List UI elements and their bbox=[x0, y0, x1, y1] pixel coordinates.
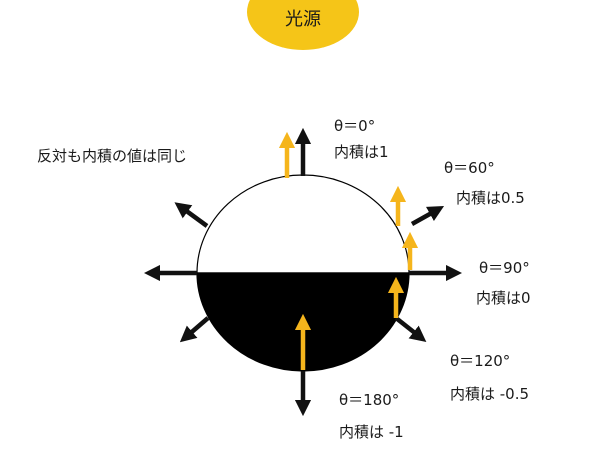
product-60-label: 内積は0.5 bbox=[456, 189, 525, 207]
product-180-label: 内積は -1 bbox=[339, 423, 404, 441]
light-source-label: 光源 bbox=[285, 9, 321, 30]
theta-60-label: θ＝60° bbox=[444, 159, 495, 177]
lit-half bbox=[196, 174, 410, 274]
light-source-shape bbox=[247, 0, 359, 50]
normal-arrow-lower-left bbox=[179, 316, 210, 343]
normal-arrow-lower-right bbox=[394, 316, 427, 343]
theta-120-label: θ＝120° bbox=[450, 352, 511, 370]
normal-arrow-upper-left bbox=[174, 202, 209, 228]
normal-vectors bbox=[143, 127, 463, 417]
product-90-label: 内積は0 bbox=[476, 289, 531, 307]
theta-180-label: θ＝180° bbox=[339, 391, 400, 409]
product-0-label: 内積は1 bbox=[334, 143, 389, 161]
product-120-label: 内積は -0.5 bbox=[450, 385, 530, 403]
normal-arrow-upper-right bbox=[410, 206, 445, 226]
light-vectors bbox=[278, 131, 419, 370]
note-text: 反対も内積の値は同じ bbox=[37, 147, 188, 165]
theta-90-label: θ＝90° bbox=[479, 259, 530, 277]
theta-0-label: θ＝0° bbox=[334, 117, 376, 135]
